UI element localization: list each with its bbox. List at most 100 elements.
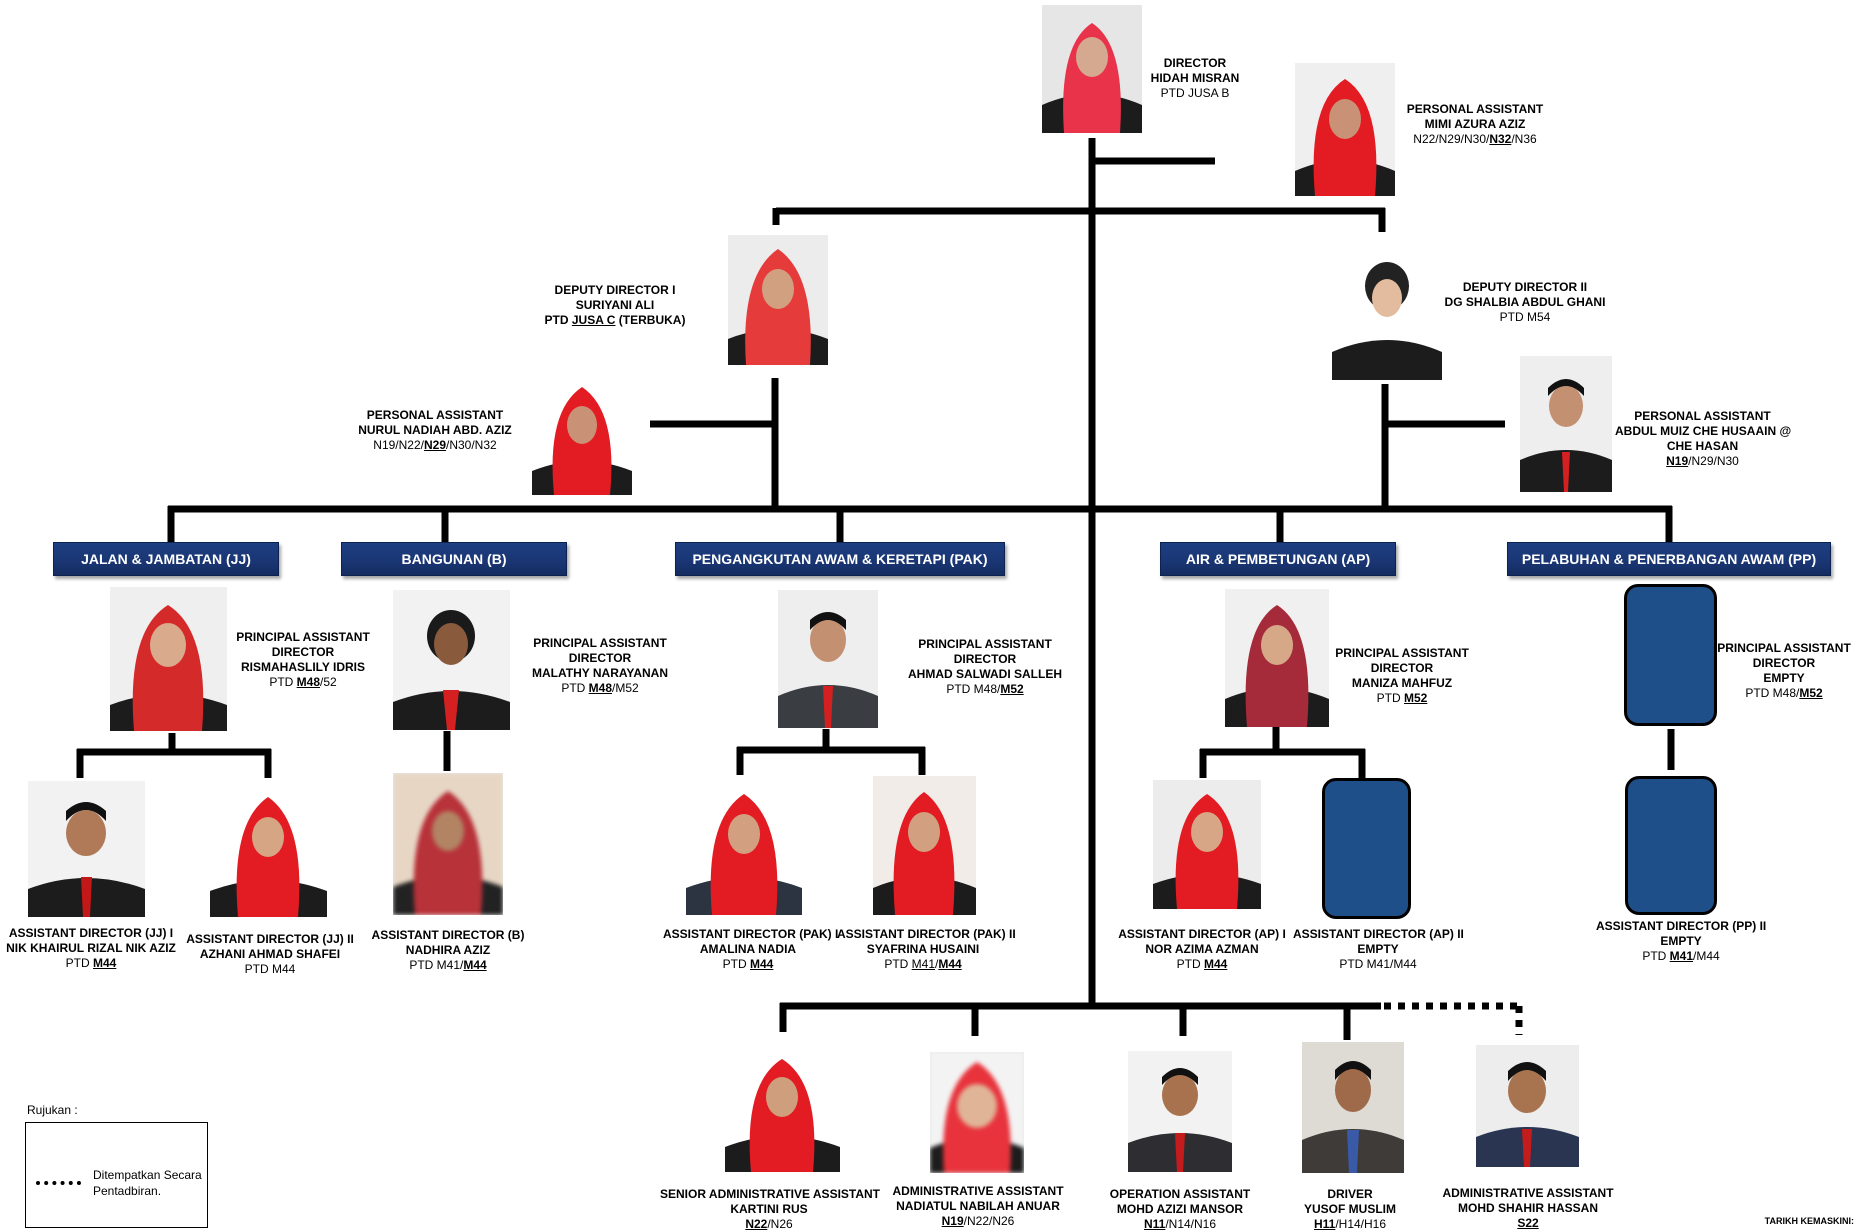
legend-text-line-2: Pentadbiran. bbox=[93, 1184, 162, 1198]
pad-b-title-1: PRINCIPAL ASSISTANT bbox=[533, 636, 667, 650]
director-name: HIDAH MISRAN bbox=[1150, 71, 1240, 85]
pad-b-photo bbox=[393, 590, 510, 730]
ad-ap2-title: ASSISTANT DIRECTOR (AP) II bbox=[1293, 927, 1464, 941]
pad-pak-photo bbox=[778, 590, 878, 728]
deputy-director-2-name: DG SHALBIA ABDUL GHANI bbox=[1444, 295, 1606, 309]
pad-jj-grade: PTD M48/52 bbox=[269, 675, 337, 689]
pad-ap-caption: PRINCIPAL ASSISTANT DIRECTOR MANIZA MAHF… bbox=[1327, 646, 1477, 706]
pad-pak-grade: PTD M48/M52 bbox=[946, 682, 1024, 696]
pad-jj-photo bbox=[110, 587, 227, 731]
staff-senior-admin-caption: SENIOR ADMINISTRATIVE ASSISTANT KARTINI … bbox=[660, 1187, 880, 1232]
ad-b-grade: PTD M41/M44 bbox=[409, 958, 487, 972]
pa-director-photo bbox=[1295, 63, 1395, 196]
ad-b-photo bbox=[393, 773, 503, 915]
ad-pp2-name: EMPTY bbox=[1660, 934, 1702, 948]
pa-deputy-2-name-line2: CHE HASAN bbox=[1666, 439, 1739, 453]
pa-deputy-1-grade: N19/N22/N29/N30/N32 bbox=[373, 438, 497, 452]
staff-senior-admin-photo bbox=[725, 1045, 840, 1172]
pa-deputy-2-grade: N19/N29/N30 bbox=[1666, 454, 1739, 468]
ad-ap1-name: NOR AZIMA AZMAN bbox=[1145, 942, 1259, 956]
ad-pp2-empty-placeholder bbox=[1625, 776, 1717, 915]
legend-text: Ditempatkan Secara Pentadbiran. bbox=[93, 1167, 202, 1199]
dept-header-pp: PELABUHAN & PENERBANGAN AWAM (PP) bbox=[1507, 542, 1831, 576]
dept-header-ap: AIR & PEMBETUNGAN (AP) bbox=[1160, 542, 1396, 576]
ad-b-title: ASSISTANT DIRECTOR (B) bbox=[371, 928, 525, 942]
staff-admin-assistant-name: NADIATUL NABILAH ANUAR bbox=[896, 1199, 1060, 1213]
pad-ap-title-2: DIRECTOR bbox=[1370, 661, 1434, 675]
pa-director-grade: N22/N29/N30/N32/N36 bbox=[1413, 132, 1537, 146]
ad-pak2-title: ASSISTANT DIRECTOR (PAK) II bbox=[837, 927, 1016, 941]
staff-senior-admin-grade: N22/N26 bbox=[745, 1217, 793, 1231]
dept-header-b: BANGUNAN (B) bbox=[341, 542, 567, 576]
staff-operation-assistant-grade: N11/N14/N16 bbox=[1143, 1217, 1217, 1231]
staff-admin-assistant-2-title: ADMINISTRATIVE ASSISTANT bbox=[1442, 1186, 1614, 1200]
pa-deputy-1-caption: PERSONAL ASSISTANT NURUL NADIAH ABD. AZI… bbox=[355, 408, 515, 453]
pa-deputy-2-photo bbox=[1520, 356, 1612, 492]
ad-pak2-grade: PTD M41/M44 bbox=[884, 957, 962, 971]
pad-ap-photo bbox=[1225, 589, 1329, 727]
deputy-director-1-photo bbox=[728, 235, 828, 365]
pad-ap-title-1: PRINCIPAL ASSISTANT bbox=[1335, 646, 1469, 660]
staff-admin-assistant-2-photo bbox=[1476, 1045, 1579, 1167]
ad-jj1-caption: ASSISTANT DIRECTOR (JJ) I NIK KHAIRUL RI… bbox=[6, 926, 176, 971]
staff-operation-assistant-name: MOHD AZIZI MANSOR bbox=[1116, 1202, 1244, 1216]
pad-pp-grade: PTD M48/M52 bbox=[1745, 686, 1823, 700]
pad-ap-grade: PTD M52 bbox=[1376, 691, 1428, 705]
pad-pp-caption: PRINCIPAL ASSISTANT DIRECTOR EMPTY PTD M… bbox=[1714, 641, 1854, 701]
director-grade: PTD JUSA B bbox=[1160, 86, 1230, 100]
pad-jj-title-1: PRINCIPAL ASSISTANT bbox=[236, 630, 370, 644]
ad-jj2-name: AZHANI AHMAD SHAFEI bbox=[199, 947, 341, 961]
staff-admin-assistant-photo bbox=[930, 1052, 1024, 1173]
ad-pak1-name: AMALINA NADIA bbox=[699, 942, 797, 956]
staff-driver-name: YUSOF MUSLIM bbox=[1304, 1202, 1396, 1216]
ad-ap2-name: EMPTY bbox=[1357, 942, 1399, 956]
pad-pp-title-1: PRINCIPAL ASSISTANT bbox=[1717, 641, 1851, 655]
pad-pak-caption: PRINCIPAL ASSISTANT DIRECTOR AHMAD SALWA… bbox=[905, 637, 1065, 697]
staff-driver-grade: H11/H14/H16 bbox=[1313, 1217, 1387, 1231]
ad-pp2-caption: ASSISTANT DIRECTOR (PP) II EMPTY PTD M41… bbox=[1596, 919, 1766, 964]
pa-deputy-2-name-line1: ABDUL MUIZ CHE HUSAAIN @ bbox=[1615, 424, 1792, 438]
deputy-director-1-caption: DEPUTY DIRECTOR I SURIYANI ALI PTD JUSA … bbox=[540, 283, 690, 328]
ad-b-caption: ASSISTANT DIRECTOR (B) NADHIRA AZIZ PTD … bbox=[368, 928, 528, 973]
staff-operation-assistant-caption: OPERATION ASSISTANT MOHD AZIZI MANSOR N1… bbox=[1100, 1187, 1260, 1232]
deputy-director-2-grade: PTD M54 bbox=[1499, 310, 1551, 324]
legend-box: Ditempatkan Secara Pentadbiran. bbox=[25, 1122, 208, 1228]
ad-jj1-name: NIK KHAIRUL RIZAL NIK AZIZ bbox=[6, 941, 176, 955]
deputy-director-2-title: DEPUTY DIRECTOR II bbox=[1462, 280, 1588, 294]
ad-pak2-name: SYAFRINA HUSAINI bbox=[866, 942, 980, 956]
ad-b-name: NADHIRA AZIZ bbox=[405, 943, 491, 957]
deputy-director-2-photo bbox=[1332, 246, 1442, 380]
staff-driver-caption: DRIVER YUSOF MUSLIM H11/H14/H16 bbox=[1290, 1187, 1410, 1232]
pad-pak-title-1: PRINCIPAL ASSISTANT bbox=[918, 637, 1052, 651]
staff-operation-assistant-photo bbox=[1128, 1051, 1232, 1172]
ad-ap1-grade: PTD M44 bbox=[1176, 957, 1228, 971]
pa-deputy-1-photo bbox=[532, 375, 632, 495]
ad-pp2-title: ASSISTANT DIRECTOR (PP) II bbox=[1596, 919, 1767, 933]
pa-director-caption: PERSONAL ASSISTANT MIMI AZURA AZIZ N22/N… bbox=[1395, 102, 1555, 147]
ad-ap2-empty-placeholder bbox=[1322, 778, 1411, 919]
pad-b-title-2: DIRECTOR bbox=[568, 651, 632, 665]
ad-pak2-photo bbox=[873, 776, 976, 915]
legend-dotted-line-icon bbox=[36, 1181, 81, 1185]
ad-jj2-caption: ASSISTANT DIRECTOR (JJ) II AZHANI AHMAD … bbox=[185, 932, 355, 977]
pa-deputy-2-caption: PERSONAL ASSISTANT ABDUL MUIZ CHE HUSAAI… bbox=[1615, 409, 1792, 469]
staff-admin-assistant-2-caption: ADMINISTRATIVE ASSISTANT MOHD SHAHIR HAS… bbox=[1433, 1186, 1623, 1231]
dept-header-pak: PENGANGKUTAN AWAM & KERETAPI (PAK) bbox=[675, 542, 1005, 576]
pad-jj-name: RISMAHASLILY IDRIS bbox=[240, 660, 366, 674]
pad-pak-title-2: DIRECTOR bbox=[953, 652, 1017, 666]
ad-jj1-title: ASSISTANT DIRECTOR (JJ) I bbox=[8, 926, 174, 940]
legend-text-line-1: Ditempatkan Secara bbox=[93, 1168, 202, 1182]
pa-director-name: MIMI AZURA AZIZ bbox=[1424, 117, 1526, 131]
ad-jj2-photo bbox=[210, 781, 327, 917]
ad-pak1-grade: PTD M44 bbox=[722, 957, 774, 971]
ad-jj1-photo bbox=[28, 781, 145, 917]
staff-driver-photo bbox=[1302, 1042, 1404, 1173]
ad-pak1-title: ASSISTANT DIRECTOR (PAK) I bbox=[663, 927, 839, 941]
pad-pp-title-2: DIRECTOR bbox=[1752, 656, 1816, 670]
pa-deputy-2-title: PERSONAL ASSISTANT bbox=[1634, 409, 1771, 423]
ad-pak1-photo bbox=[686, 778, 802, 915]
staff-operation-assistant-title: OPERATION ASSISTANT bbox=[1109, 1187, 1251, 1201]
director-photo bbox=[1042, 5, 1142, 133]
ad-pak1-caption: ASSISTANT DIRECTOR (PAK) I AMALINA NADIA… bbox=[663, 927, 839, 972]
staff-admin-assistant-2-name: MOHD SHAHIR HASSAN bbox=[1457, 1201, 1598, 1215]
